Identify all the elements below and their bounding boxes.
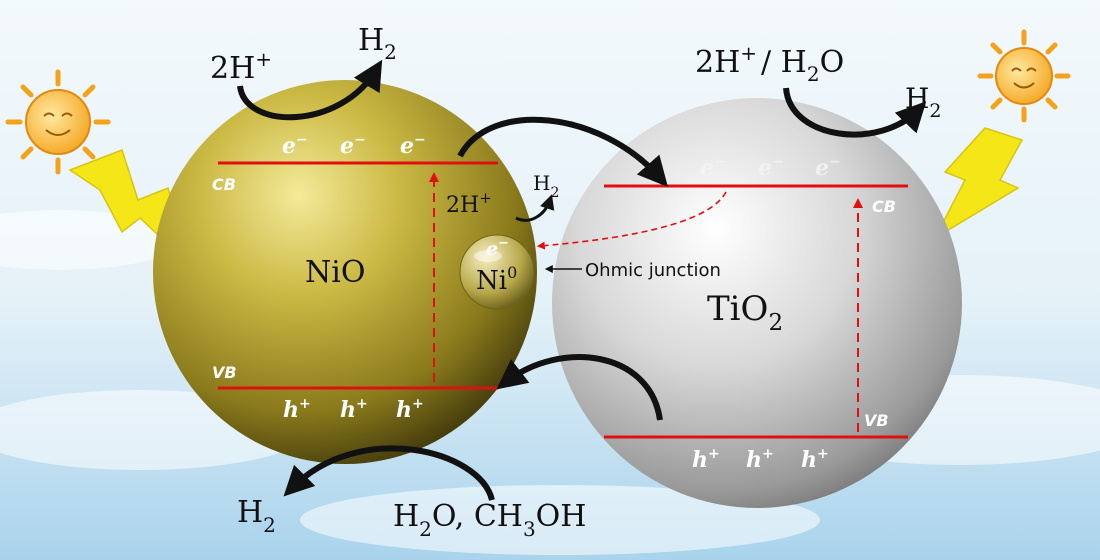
ohmic-junction-label: Ohmic junction bbox=[585, 260, 721, 281]
nio-electrons: e− e− e− bbox=[282, 132, 426, 159]
top-right-product: H2 bbox=[905, 82, 942, 122]
bottom-product: H2 bbox=[237, 495, 276, 537]
ni0-label: Ni0 bbox=[476, 263, 517, 296]
lightning-bolt-icon bbox=[933, 127, 1024, 241]
nio-electron: e− bbox=[340, 132, 366, 159]
ni0-reaction-product: H2 bbox=[533, 171, 559, 201]
electron-transfer-arrow bbox=[536, 191, 727, 250]
top-right-reaction-arrow bbox=[783, 87, 927, 138]
tio2-electron: e− bbox=[700, 154, 726, 181]
ni0-reaction-reactant: 2H+ bbox=[446, 189, 492, 218]
top-left-product: H2 bbox=[358, 23, 397, 64]
tio2-label: TiO2 bbox=[707, 289, 783, 336]
top-left-reaction-arrow bbox=[237, 59, 383, 121]
ni0-reaction-arrow bbox=[515, 194, 555, 222]
ni0-particle bbox=[459, 234, 535, 310]
nio-hole: h+ bbox=[340, 396, 368, 423]
tio2-hole: h+ bbox=[746, 446, 774, 473]
tio2-electrons: e− e− e− bbox=[700, 154, 841, 181]
bottom-reaction-arrow bbox=[283, 445, 495, 501]
ni0-electron: e− bbox=[486, 236, 509, 260]
nio-electron: e− bbox=[282, 132, 308, 159]
sun-icon bbox=[5, 69, 111, 175]
bottom-reactants: H2O, CH3OH bbox=[393, 499, 586, 541]
tio2-vb-label: VB bbox=[864, 411, 889, 430]
nio-label: NiO bbox=[305, 255, 365, 290]
top-right-reactants: 2H+/ H2O bbox=[695, 41, 844, 86]
nio-hole: h+ bbox=[283, 396, 311, 423]
nio-vb-label: VB bbox=[212, 363, 237, 382]
nio-hole: h+ bbox=[396, 396, 424, 423]
tio2-electron: e− bbox=[758, 154, 784, 181]
tio2-hole: h+ bbox=[801, 446, 829, 473]
hole-transfer-tio2-nio-arrow bbox=[496, 354, 663, 421]
tio2-cb-label: CB bbox=[872, 197, 896, 216]
tio2-hole: h+ bbox=[692, 446, 720, 473]
electron-transfer-nio-tio2-arrow bbox=[457, 116, 668, 187]
top-left-reactant: 2H+ bbox=[210, 47, 272, 86]
nio-particle bbox=[153, 80, 537, 464]
nio-electron: e− bbox=[400, 132, 426, 159]
tio2-holes: h+ h+ h+ bbox=[692, 446, 829, 473]
tio2-electron: e− bbox=[815, 154, 841, 181]
nio-cb-label: CB bbox=[212, 175, 236, 194]
nio-holes: h+ h+ h+ bbox=[283, 396, 424, 423]
sun-icon bbox=[977, 29, 1071, 123]
